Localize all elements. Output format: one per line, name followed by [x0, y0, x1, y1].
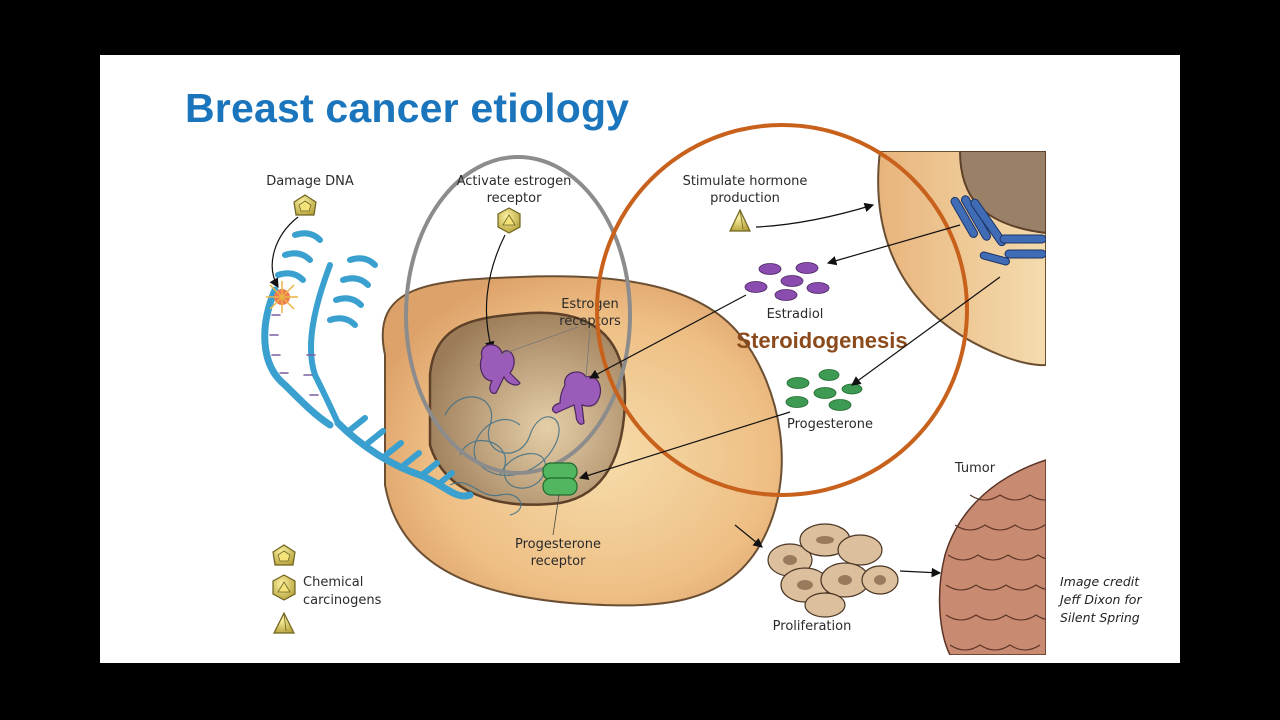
slide-title: Breast cancer etiology	[185, 85, 630, 131]
estradiol-molecules	[744, 262, 830, 301]
chromatin	[444, 396, 560, 516]
tetrahedron-icon	[729, 208, 751, 232]
image-credit: Image credit Jeff Dixon for Silent Sprin…	[1060, 573, 1142, 627]
label-estrogen-line1: Estrogen	[561, 297, 619, 312]
label-proliferation: Proliferation	[773, 619, 852, 634]
label-chem-line2: carcinogens	[303, 593, 382, 608]
legend-tetrahedron-icon	[273, 611, 295, 634]
label-pr-line1: Progesterone	[515, 537, 601, 552]
progesterone-receptor	[542, 462, 578, 496]
progesterone-molecules	[785, 369, 863, 411]
legend-icosahedron-icon	[272, 574, 296, 601]
label-tumor: Tumor	[954, 461, 996, 476]
label-pr-line2: receptor	[531, 554, 587, 569]
nucleus	[428, 311, 627, 506]
dna-helix	[261, 230, 474, 500]
icosahedron-icon	[497, 207, 521, 234]
etiology-illustration: Damage DNA Activate estrogen receptor Es…	[261, 123, 1046, 655]
tumor	[938, 459, 1046, 655]
dodecahedron-icon	[293, 194, 317, 216]
credit-line1: Image credit	[1060, 574, 1140, 589]
label-estrogen-line2: receptors	[559, 314, 621, 329]
label-estradiol: Estradiol	[767, 307, 824, 322]
label-activate-line1: Activate estrogen	[457, 174, 572, 189]
estrogen-receptor-circle	[404, 155, 632, 475]
label-stimulate-line2: production	[710, 191, 780, 206]
steroidogenesis-circle	[595, 123, 969, 497]
label-steroidogenesis: Steroidogenesis	[736, 328, 907, 353]
slide: Breast cancer etiology	[100, 55, 1180, 663]
credit-line2: Jeff Dixon for	[1060, 592, 1142, 607]
hormone-producing-cell	[877, 151, 1046, 367]
dna-damage-burst	[266, 281, 298, 313]
estrogen-receptor-1	[479, 344, 521, 394]
label-damage-dna: Damage DNA	[266, 174, 354, 189]
label-stimulate-line1: Stimulate hormone	[683, 174, 808, 189]
label-chem-line1: Chemical	[303, 575, 363, 590]
legend-dodecahedron-icon	[272, 544, 296, 566]
label-progesterone: Progesterone	[787, 417, 873, 432]
proliferation-cells	[767, 523, 899, 618]
credit-line3: Silent Spring	[1060, 610, 1140, 625]
label-activate-line2: receptor	[487, 191, 543, 206]
